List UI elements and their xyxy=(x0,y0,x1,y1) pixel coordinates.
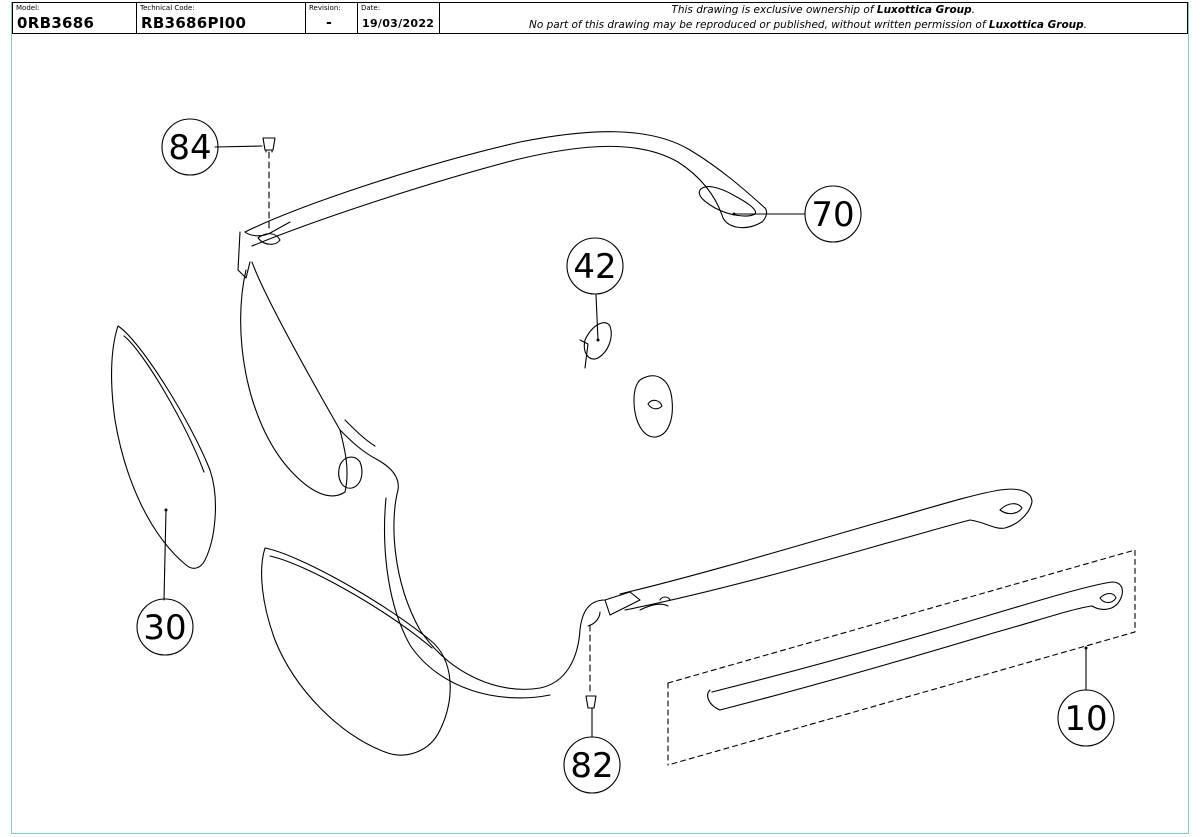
date-label: Date: xyxy=(361,4,381,12)
notice2-prefix: No part of this drawing may be reproduce… xyxy=(528,19,989,31)
date-cell: Date: 19/03/2022 xyxy=(358,3,440,33)
notice1-prefix: This drawing is exclusive ownership of xyxy=(671,4,877,16)
callout-84-circle xyxy=(161,118,219,176)
right-temple xyxy=(619,488,1033,611)
left-temple xyxy=(244,131,768,247)
leader-84 xyxy=(214,145,263,148)
nose-pad-2 xyxy=(633,375,673,438)
temple-kit-10 xyxy=(667,549,1136,766)
callout-42-circle xyxy=(566,237,624,295)
revision-value: - xyxy=(326,15,333,31)
notice2-suffix: . xyxy=(1083,19,1087,31)
ownership-notice-line1: This drawing is exclusive ownership of L… xyxy=(671,4,975,16)
callout-84-label: 84 xyxy=(168,128,211,168)
lens-30 xyxy=(111,325,216,569)
callout-30-circle xyxy=(136,598,194,656)
date-value: 19/03/2022 xyxy=(362,17,435,30)
lens-front xyxy=(261,547,451,756)
technical-code-label: Technical Code: xyxy=(140,4,195,12)
notice1-company: Luxottica Group xyxy=(876,4,972,16)
callout-30-label: 30 xyxy=(143,608,186,648)
nose-pad-42 xyxy=(579,322,612,369)
model-label: Model: xyxy=(16,4,40,12)
technical-code-value: RB3686PI00 xyxy=(141,14,247,32)
notice2-company: Luxottica Group xyxy=(988,19,1084,31)
callout-10-label: 10 xyxy=(1064,699,1107,739)
callout-70-label: 70 xyxy=(811,195,854,235)
ownership-notice-cell: This drawing is exclusive ownership of L… xyxy=(440,3,1187,33)
callout-10-circle xyxy=(1057,689,1115,747)
leader-42 xyxy=(595,294,599,341)
title-block: Model: 0RB3686 Technical Code: RB3686PI0… xyxy=(12,2,1188,34)
notice1-suffix: . xyxy=(971,4,975,16)
callout-42-label: 42 xyxy=(573,247,616,287)
technical-code-cell: Technical Code: RB3686PI00 xyxy=(137,3,306,33)
revision-label: Revision: xyxy=(309,4,341,12)
ownership-notice-line2: No part of this drawing may be reproduce… xyxy=(529,19,1087,31)
callout-70-circle xyxy=(804,185,862,243)
model-cell: Model: 0RB3686 xyxy=(13,3,137,33)
leader-30 xyxy=(163,509,167,601)
screw-84 xyxy=(262,137,276,153)
revision-cell: Revision: - xyxy=(306,3,358,33)
frame-front xyxy=(237,221,641,699)
callout-82-circle xyxy=(563,736,621,794)
model-value: 0RB3686 xyxy=(17,14,95,32)
screw-82 xyxy=(585,695,597,709)
callout-82-label: 82 xyxy=(570,746,613,786)
